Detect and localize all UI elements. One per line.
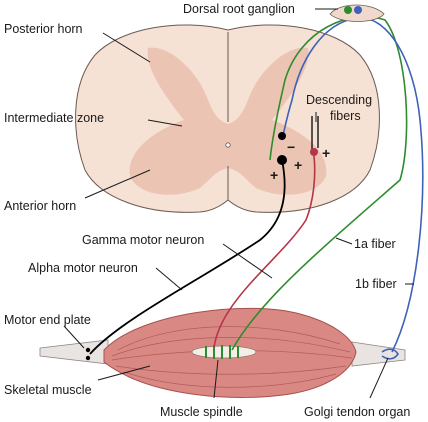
muscle-spindle: [191, 345, 257, 359]
excitatory-sign-1: +: [270, 167, 278, 183]
leader-1a-fiber: [335, 237, 353, 245]
leader-anterior-horn: [84, 169, 151, 199]
gamma-motor-neuron-body: [310, 148, 318, 156]
gamma-motor-fiber-path: [213, 155, 316, 349]
label-gamma-motor-neuron: Gamma motor neuron: [82, 233, 204, 247]
motor-end-plate-dot-1: [85, 347, 91, 353]
nerve-fibers: [89, 16, 424, 355]
label-1b-fiber: 1b fiber: [355, 277, 397, 291]
label-motor-end-plate: Motor end plate: [4, 313, 91, 327]
leader-intermediate-zone: [147, 119, 183, 127]
label-muscle-spindle: Muscle spindle: [160, 405, 243, 419]
leader-lines: [63, 8, 414, 399]
leader-skeletal-muscle: [97, 365, 151, 381]
spinal-cord-section: [75, 24, 380, 213]
skeletal-muscle-group: [39, 307, 406, 398]
ganglion-cell-1a: [344, 6, 352, 14]
muscle-tendon-left: [39, 339, 109, 365]
label-descending-fibers-line2: fibers: [330, 109, 361, 123]
golgi-tendon-organ: [381, 348, 399, 360]
alpha-motor-neuron-body: [277, 155, 287, 165]
label-1a-fiber: 1a fiber: [354, 237, 396, 251]
excitatory-sign-2: +: [294, 157, 302, 173]
spinal-cord-gray-matter: [129, 47, 327, 195]
leader-posterior-horn: [102, 32, 151, 63]
leader-motor-end-plate: [63, 325, 85, 349]
excitatory-sign-3: +: [322, 145, 330, 161]
labels: Dorsal root ganglion Posterior horn Inte…: [4, 2, 410, 419]
fiber-1a-path: [231, 16, 408, 351]
leader-golgi-tendon-organ: [369, 357, 389, 399]
label-skeletal-muscle: Skeletal muscle: [4, 383, 92, 397]
central-canal: [225, 142, 231, 148]
cord-neurons: [85, 132, 318, 361]
label-alpha-motor-neuron: Alpha motor neuron: [28, 261, 138, 275]
label-posterior-horn: Posterior horn: [4, 22, 83, 36]
interneuron-body: [278, 132, 286, 140]
fiber-1b-path: [281, 17, 424, 353]
ganglion-cell-1b: [354, 6, 362, 14]
dorsal-root-ganglion-shape: [329, 4, 385, 22]
label-descending-fibers-line1: Descending: [306, 93, 372, 107]
synapse-signs: − + + +: [270, 139, 330, 183]
inhibitory-sign: −: [287, 139, 295, 155]
label-anterior-horn: Anterior horn: [4, 199, 76, 213]
label-dorsal-root-ganglion: Dorsal root ganglion: [183, 2, 295, 16]
alpha-motor-fiber-path: [89, 159, 286, 355]
leader-muscle-spindle: [213, 359, 219, 399]
motor-end-plate-dot-2: [85, 355, 91, 361]
label-intermediate-zone: Intermediate zone: [4, 111, 104, 125]
leader-alpha-motor-neuron: [155, 267, 183, 291]
leader-gamma-motor-neuron: [222, 243, 273, 279]
label-golgi-tendon-organ: Golgi tendon organ: [304, 405, 410, 419]
